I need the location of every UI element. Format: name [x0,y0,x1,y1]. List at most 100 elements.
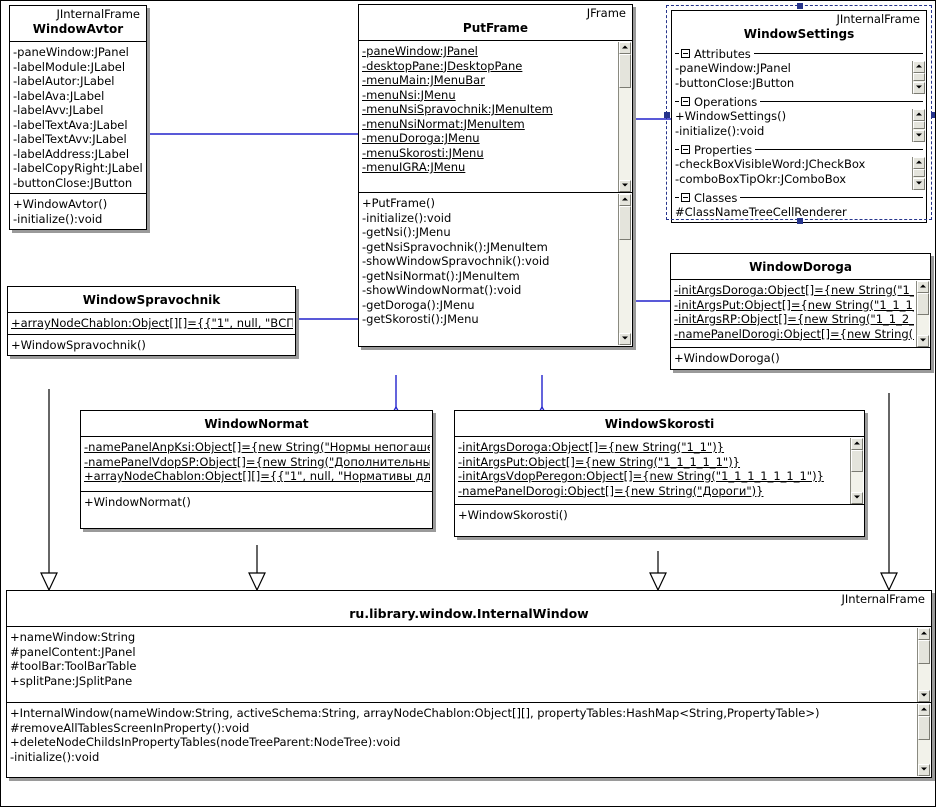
operations-compartment[interactable]: +WindowSkorosti() [455,505,864,536]
operations-compartment[interactable]: +WindowDoroga() [671,348,930,369]
selection-handle-left[interactable] [664,112,670,118]
scroll-up-arrow-icon[interactable] [913,157,925,169]
scrollbar-track[interactable] [913,73,925,82]
group-header-attributes[interactable]: Attributes [672,46,926,61]
class-box-window-avtor[interactable]: JInternalFrame WindowAvtor -paneWindow:J… [9,5,147,230]
attributes-scrollbar[interactable] [916,281,929,347]
operations-scrollbar[interactable] [912,109,925,142]
scroll-down-arrow-icon[interactable] [918,690,930,702]
scroll-up-arrow-icon[interactable] [918,704,930,716]
class-stereotype: JInternalFrame [836,12,920,26]
generalization-windownormat-internalwindow [248,545,266,592]
group-rule-left [675,149,679,150]
scroll-up-arrow-icon[interactable] [851,438,863,450]
scrollbar-thumb[interactable] [851,450,863,472]
scrollbar-thumb[interactable] [913,121,925,129]
class-box-put-frame[interactable]: JFrame PutFrame -paneWindow:JPanel -desk… [358,4,633,347]
attribute-row: -menuNsiNormat:JMenuItem [362,116,525,131]
class-box-internal-window[interactable]: JInternalFrame ru.library.window.Interna… [6,590,932,778]
attribute-row: #panelContent:JPanel [10,644,136,659]
class-box-window-spravochnik[interactable]: WindowSpravochnik +arrayNodeChablon:Obje… [7,286,296,356]
group-header-classes[interactable]: Classes [672,190,926,205]
attributes-compartment[interactable]: -initArgsDoroga:Object[]={new String("1_… [455,437,864,505]
collapse-minus-icon[interactable] [681,49,690,58]
scroll-down-arrow-icon[interactable] [913,130,925,142]
attributes-scrollbar[interactable] [912,61,925,94]
attribute-row: +splitPane:JSplitPane [10,673,133,688]
attributes-compartment[interactable]: -initArgsDoroga:Object[]={new String("1_… [671,280,930,348]
class-box-window-skorosti[interactable]: WindowSkorosti -initArgsDoroga:Object[]=… [454,410,865,537]
class-header: JInternalFrame ru.library.window.Interna… [7,591,931,627]
operations-compartment[interactable]: +WindowSpravochnik() [8,335,295,356]
operations-scrollbar[interactable] [618,194,631,345]
operation-row: -initialize():void [13,211,103,226]
scroll-down-arrow-icon[interactable] [619,180,631,192]
collapse-minus-icon[interactable] [681,145,690,154]
selection-handle-right[interactable] [931,112,935,118]
scroll-down-arrow-icon[interactable] [619,333,631,345]
scroll-up-arrow-icon[interactable] [918,628,930,640]
attributes-scrollbar[interactable] [618,42,631,192]
scrollbar-track[interactable] [619,206,631,333]
selection-handle-bottom[interactable] [797,218,803,224]
scroll-down-arrow-icon[interactable] [913,178,925,190]
scrollbar-track[interactable] [913,169,925,178]
scroll-down-arrow-icon[interactable] [918,764,930,776]
class-box-window-normat[interactable]: WindowNormat -namePanelAnpKsi:Object[]={… [80,410,433,529]
attributes-compartment[interactable]: -paneWindow:JPanel -desktopPane:JDesktop… [359,41,632,193]
operations-compartment[interactable]: +InternalWindow(nameWindow:String, activ… [7,703,931,777]
operations-compartment[interactable]: +PutFrame() -initialize():void -getNsi()… [359,193,632,346]
class-name: WindowAvtor [32,22,124,36]
scroll-down-arrow-icon[interactable] [913,82,925,94]
attributes-scrollbar[interactable] [917,628,930,702]
scroll-up-arrow-icon[interactable] [917,281,929,293]
group-classes[interactable]: Classes #ClassNameTreeCellRenderer [672,190,926,222]
collapse-minus-icon[interactable] [681,193,690,202]
scrollbar-thumb[interactable] [913,169,925,177]
scrollbar-thumb[interactable] [918,640,930,664]
selection-frame-window-settings [664,3,935,224]
operations-compartment[interactable]: +WindowNormat() [81,492,432,528]
attribute-row: -namePanelDorogi:Object[]={new String("Д… [458,483,764,498]
group-header-properties[interactable]: Properties [672,142,926,157]
scroll-down-arrow-icon[interactable] [917,335,929,347]
collapse-minus-icon[interactable] [681,97,690,106]
selection-handle-top[interactable] [797,3,803,9]
group-properties[interactable]: Properties -checkBoxVisibleWord:JCheckBo… [672,142,926,190]
attributes-scrollbar[interactable] [850,438,863,504]
class-name: WindowSettings [743,27,855,41]
group-rule-left [675,53,679,54]
class-box-window-doroga[interactable]: WindowDoroga -initArgsDoroga:Object[]={n… [670,253,931,370]
scroll-up-arrow-icon[interactable] [619,42,631,54]
group-operations[interactable]: Operations +WindowSettings() -initialize… [672,94,926,142]
scrollbar-thumb[interactable] [918,716,930,740]
scrollbar-thumb[interactable] [619,206,631,240]
group-attributes[interactable]: Attributes -paneWindow:JPanel -buttonClo… [672,46,926,94]
scrollbar-track[interactable] [918,640,930,690]
group-header-operations[interactable]: Operations [672,94,926,109]
scrollbar-track[interactable] [913,121,925,130]
attribute-row: -namePanelDorogi:Object[]={new String("Д… [674,326,914,341]
scrollbar-track[interactable] [851,450,863,492]
scroll-up-arrow-icon[interactable] [619,194,631,206]
scrollbar-thumb[interactable] [913,73,925,81]
scrollbar-track[interactable] [619,54,631,180]
operations-compartment[interactable]: +WindowAvtor() -initialize():void [10,194,146,229]
scroll-up-arrow-icon[interactable] [913,61,925,73]
attributes-compartment[interactable]: -namePanelAnpKsi:Object[]={new String("Н… [81,437,432,492]
attributes-compartment[interactable]: +nameWindow:String #panelContent:JPanel … [7,627,931,703]
scroll-down-arrow-icon[interactable] [851,492,863,504]
scroll-up-arrow-icon[interactable] [913,109,925,121]
attributes-compartment[interactable]: -paneWindow:JPanel -labelModule:JLabel -… [10,42,146,194]
properties-scrollbar[interactable] [912,157,925,190]
attributes-compartment[interactable]: +arrayNodeChablon:Object[][]={{"1", null… [8,313,295,335]
class-box-window-settings[interactable]: JInternalFrame WindowSettings Attributes… [671,10,927,223]
operations-scrollbar[interactable] [917,704,930,776]
class-header: WindowDoroga [671,254,930,280]
scrollbar-track[interactable] [918,716,930,764]
scrollbar-thumb[interactable] [917,293,929,315]
generalization-windowspravochnik-internalwindow [40,389,58,592]
scrollbar-track[interactable] [917,293,929,335]
scrollbar-thumb[interactable] [619,54,631,88]
